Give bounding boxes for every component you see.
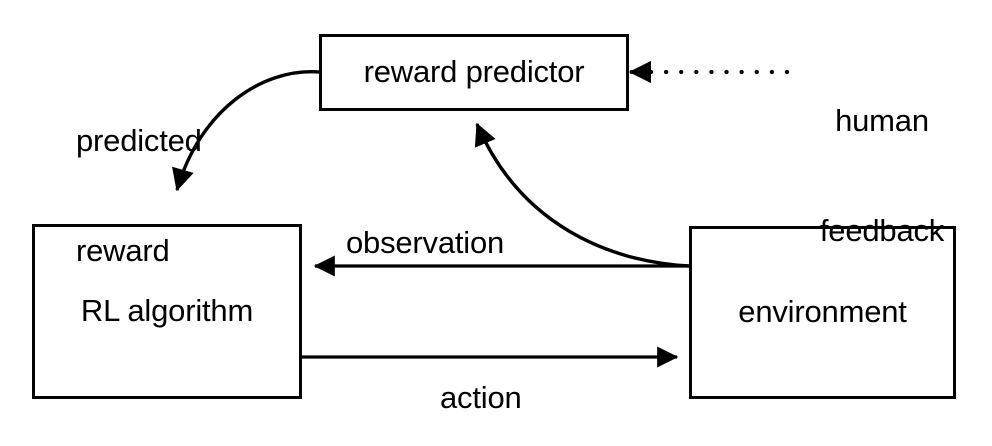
edge-label-action: action (440, 380, 522, 415)
node-reward-predictor[interactable]: reward predictor (319, 34, 629, 111)
edge-label-predicted-reward-line1: predicted (76, 123, 202, 159)
node-rl-algorithm[interactable]: RL algorithm (32, 224, 302, 399)
edge-label-human-feedback-line1: human (835, 103, 929, 139)
edge-label-predicted-reward-line2: reward (76, 232, 170, 268)
edge-observation-to-reward-predictor (474, 122, 690, 268)
edge-label-human-feedback-line2: feedback (819, 212, 945, 248)
node-environment[interactable]: environment (689, 226, 956, 399)
edge-label-human-feedback: human feedback (792, 30, 972, 323)
node-environment-label: environment (738, 294, 907, 330)
node-reward-predictor-label: reward predictor (363, 54, 585, 90)
edge-label-observation: observation (346, 225, 505, 260)
node-rl-algorithm-label: RL algorithm (80, 293, 254, 329)
edge-label-predicted-reward: predicted reward (76, 50, 202, 343)
edge-predicted-reward (172, 70, 320, 192)
